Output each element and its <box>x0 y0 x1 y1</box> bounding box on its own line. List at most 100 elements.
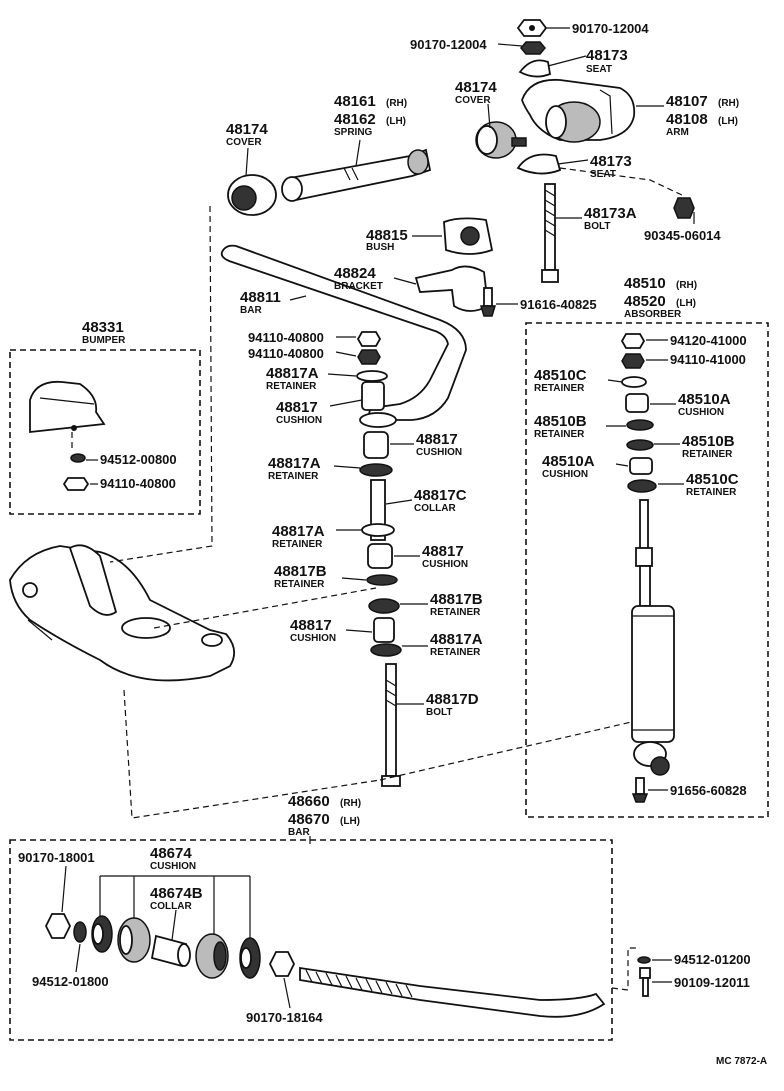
label-48817-2: 48817 <box>416 431 458 448</box>
bumper-group-box <box>9 349 201 515</box>
label-48660: 48660 <box>288 793 330 810</box>
nut-90345-06014 <box>673 197 695 219</box>
label-48161-name: SPRING <box>334 127 373 138</box>
label-48817-3: 48817 <box>422 543 464 560</box>
label-48817-4-name: CUSHION <box>290 633 336 644</box>
label-48817D: 48817D <box>426 691 479 708</box>
label-48817D-name: BOLT <box>426 707 452 718</box>
label-48817-4: 48817 <box>290 617 332 634</box>
label-48815-name: BUSH <box>366 242 394 253</box>
label-48162-suffix: (LH) <box>386 116 406 127</box>
shock-absorber-48510 <box>631 499 675 776</box>
label-48510B-1-name: RETAINER <box>534 429 585 440</box>
label-48660-suffix: (RH) <box>340 798 361 809</box>
retainer-48817B-2 <box>368 598 400 614</box>
retainer-48817B-1 <box>366 574 398 586</box>
cushion-48674-2 <box>117 917 151 963</box>
bar-end-eye <box>359 412 397 428</box>
label-48817A-1: 48817A <box>266 365 319 382</box>
dash-arm-to-retainer <box>153 587 377 629</box>
dash-bar-to-bolt <box>611 947 640 991</box>
label-48510A-1: 48510A <box>678 391 731 408</box>
label-48817-3-name: CUSHION <box>422 559 468 570</box>
label-48331: 48331 <box>82 319 124 336</box>
bolt-48817D <box>381 663 401 787</box>
nut-90170-18001 <box>44 913 72 939</box>
label-90170-18001: 90170-18001 <box>18 850 95 865</box>
label-48107-suffix: (RH) <box>718 98 739 109</box>
label-48510B-1: 48510B <box>534 413 587 430</box>
label-48174-right: 48174 <box>455 79 497 96</box>
labels: 90170-12004 90170-12004 48173 SEAT 48174… <box>18 21 767 1067</box>
label-48108-suffix: (LH) <box>718 116 738 127</box>
label-48811: 48811 <box>240 289 281 306</box>
nut-94110-40800-a <box>356 331 382 347</box>
dash-bolt-to-absorber <box>379 719 641 781</box>
bumper-48331 <box>29 380 106 434</box>
label-48174-left-name: COVER <box>226 137 262 148</box>
label-48510: 48510 <box>624 275 666 292</box>
retainer-48817A-3 <box>361 523 395 537</box>
label-48817-1-name: CUSHION <box>276 415 322 426</box>
label-94110-40800-c: 94110-40800 <box>100 476 176 491</box>
label-48817A-3-name: RETAINER <box>272 539 323 550</box>
label-48817-1: 48817 <box>276 399 318 416</box>
cushion-48817-4 <box>373 617 395 643</box>
bracket-48824 <box>414 265 489 312</box>
label-94120-41000: 94120-41000 <box>670 333 747 348</box>
bolt-91656-60828 <box>631 777 649 803</box>
label-48817B-1: 48817B <box>274 563 327 580</box>
cushion-48674-1 <box>91 915 113 953</box>
figure-code: MC 7872-A <box>716 1056 767 1067</box>
retainer-48510B-1 <box>626 419 654 431</box>
label-48674-name: CUSHION <box>150 861 196 872</box>
retainer-48817A-2 <box>359 463 393 477</box>
seat-48173-lower <box>516 153 562 175</box>
label-48510-suffix: (RH) <box>676 280 697 291</box>
label-48817A-2: 48817A <box>268 455 321 472</box>
label-48824-name: BRACKET <box>334 281 383 292</box>
label-48520: 48520 <box>624 293 666 310</box>
washer-94512-01800 <box>73 921 87 943</box>
absorber-group-box <box>525 322 769 818</box>
label-48173A-name: BOLT <box>584 221 610 232</box>
cover-48174-left <box>227 174 277 216</box>
label-48173-lower: 48173 <box>590 153 632 170</box>
label-48824: 48824 <box>334 265 376 282</box>
label-48817C: 48817C <box>414 487 467 504</box>
label-94512-01200: 94512-01200 <box>674 952 751 967</box>
label-48674B-name: COLLAR <box>150 901 192 912</box>
label-48108: 48108 <box>666 111 708 128</box>
strut-bar-48660 <box>299 966 606 1018</box>
bolt-48173A <box>541 183 559 283</box>
label-48173A: 48173A <box>584 205 637 222</box>
label-48174-left: 48174 <box>226 121 268 138</box>
label-48161-suffix: (RH) <box>386 98 407 109</box>
label-48161: 48161 <box>334 93 376 110</box>
cushion-48817-3 <box>367 543 393 569</box>
label-48510A-1-name: CUSHION <box>678 407 724 418</box>
label-48817C-name: COLLAR <box>414 503 456 514</box>
nut-90170-18164 <box>268 951 296 977</box>
label-48510B-2: 48510B <box>682 433 735 450</box>
bolt-90109-12011 <box>639 967 651 997</box>
nut-94110-40800-c <box>62 477 90 491</box>
collar-48674B <box>150 934 191 968</box>
label-90170-12004-lower: 90170-12004 <box>410 37 487 52</box>
label-48510C-1-name: RETAINER <box>534 383 585 394</box>
label-94512-01800: 94512-01800 <box>32 974 109 989</box>
label-48817B-1-name: RETAINER <box>274 579 325 590</box>
spring-48161 <box>281 148 432 202</box>
label-48510C-2: 48510C <box>686 471 739 488</box>
label-48817-2-name: CUSHION <box>416 447 462 458</box>
label-91616-40825: 91616-40825 <box>520 297 597 312</box>
label-90170-18164: 90170-18164 <box>246 1010 323 1025</box>
label-48331-name: BUMPER <box>82 335 126 346</box>
label-48162: 48162 <box>334 111 376 128</box>
retainer-48817A-4 <box>370 643 402 657</box>
retainer-48510C-2 <box>627 479 657 493</box>
nut-94110-41000 <box>621 353 645 369</box>
label-48173-lower-name: SEAT <box>590 169 616 180</box>
dash-arm-to-bolt <box>123 689 381 819</box>
